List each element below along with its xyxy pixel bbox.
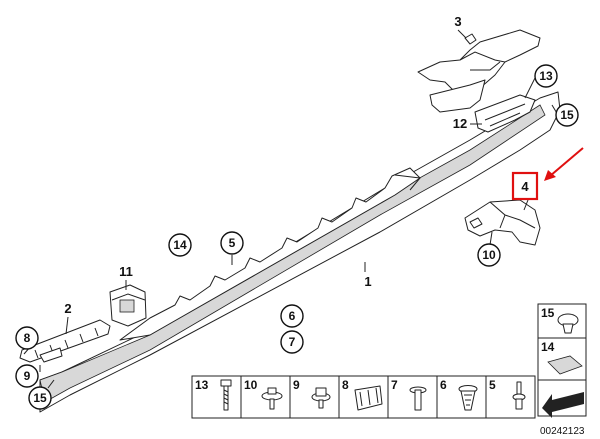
callout-7-circle: 7 xyxy=(280,330,304,354)
legend-side-14: 14 xyxy=(541,340,555,354)
legend-bottom-6: 6 xyxy=(440,378,447,392)
callout-11: 11 xyxy=(119,264,133,279)
push-clip-icon xyxy=(557,313,579,334)
bracket-part-4 xyxy=(464,199,541,246)
legend-bottom-9: 9 xyxy=(293,378,300,392)
callout-2: 2 xyxy=(64,301,71,316)
callout-3: 3 xyxy=(454,14,461,29)
screw-icon xyxy=(220,379,232,411)
clip-icon xyxy=(354,385,383,411)
callout-13-circle: 13 xyxy=(534,64,558,88)
pin-icon xyxy=(512,381,526,410)
callout-9-circle: 9 xyxy=(15,364,39,388)
callout-8-circle: 8 xyxy=(15,326,39,350)
legend-side-15: 15 xyxy=(541,306,555,320)
legend-bottom-7: 7 xyxy=(391,378,398,392)
svg-text:10: 10 xyxy=(482,248,496,262)
direction-arrow-icon xyxy=(542,392,584,418)
adhesive-pad-icon xyxy=(547,355,583,375)
plug-icon xyxy=(458,385,478,411)
callout-12: 12 xyxy=(453,116,467,131)
clip-strip-part-2 xyxy=(19,319,111,363)
red-arrow-indicator xyxy=(544,147,584,181)
callout-5-circle: 5 xyxy=(220,231,244,255)
bracket-part-3 xyxy=(417,29,541,113)
callout-10-circle: 10 xyxy=(477,243,501,267)
fastener-legend-side: 15 14 xyxy=(537,303,587,418)
diagram-code: 00242123 xyxy=(540,426,585,437)
nut-icon xyxy=(311,387,331,409)
legend-bottom-8: 8 xyxy=(342,378,349,392)
svg-text:6: 6 xyxy=(289,309,296,323)
bracket-part-12 xyxy=(474,94,536,133)
svg-text:13: 13 xyxy=(539,69,553,83)
legend-bottom-10: 10 xyxy=(244,378,258,392)
clip-part-11 xyxy=(109,284,147,327)
svg-text:7: 7 xyxy=(289,335,296,349)
washer-screw-icon xyxy=(261,387,283,410)
side-sill-panel xyxy=(39,91,561,413)
svg-text:14: 14 xyxy=(173,238,187,252)
rivet-icon xyxy=(409,386,427,411)
legend-bottom-13: 13 xyxy=(195,378,209,392)
callout-14-circle: 14 xyxy=(168,233,192,257)
svg-text:8: 8 xyxy=(24,331,31,345)
callout-1: 1 xyxy=(364,274,371,289)
legend-bottom-5: 5 xyxy=(489,378,496,392)
callout-15-circle-bottom: 15 xyxy=(28,386,52,410)
svg-text:15: 15 xyxy=(33,391,47,405)
svg-text:4: 4 xyxy=(521,179,529,194)
highlight-callout-4: 4 xyxy=(511,171,539,201)
svg-text:9: 9 xyxy=(24,369,31,383)
fastener-legend-bottom: 13 10 9 8 7 6 5 xyxy=(191,375,536,419)
svg-text:5: 5 xyxy=(229,236,236,250)
callout-6-circle: 6 xyxy=(280,304,304,328)
svg-text:15: 15 xyxy=(560,108,574,122)
callout-15-circle-top: 15 xyxy=(555,103,579,127)
